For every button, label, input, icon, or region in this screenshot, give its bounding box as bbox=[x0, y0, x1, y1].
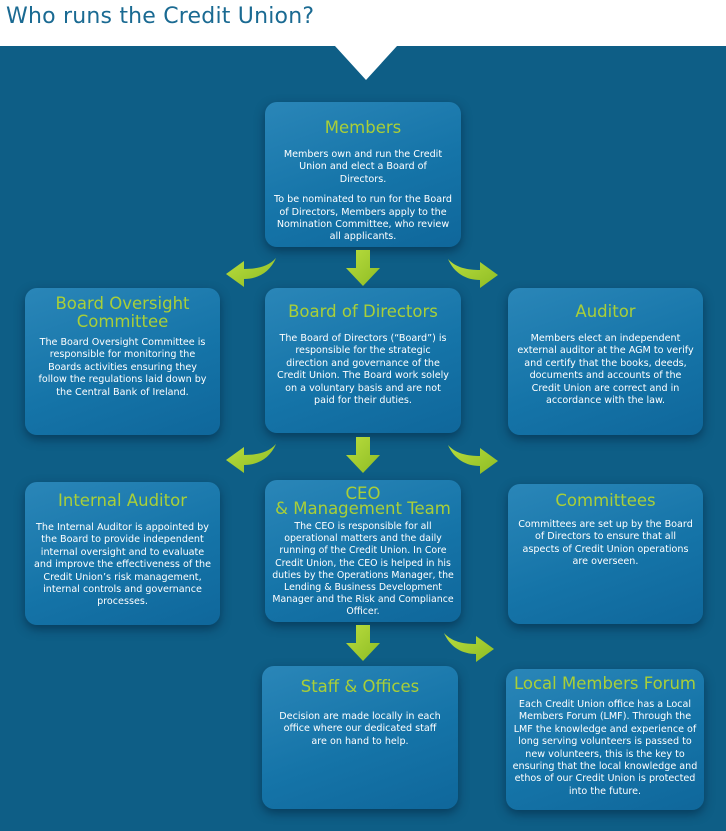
arrow-left-icon bbox=[226, 444, 276, 473]
committees-box: Committees Committees are set up by the … bbox=[508, 484, 703, 624]
local-members-forum-box: Local Members Forum Each Credit Union of… bbox=[506, 669, 704, 810]
arrow-down-icon bbox=[346, 437, 380, 473]
arrow-down-icon bbox=[346, 625, 380, 661]
members-title: Members bbox=[324, 118, 402, 137]
board-oversight-title: Board Oversight Committee bbox=[55, 294, 190, 331]
ceo-title-line2: & Management Team bbox=[275, 499, 451, 518]
page-title: Who runs the Credit Union? bbox=[6, 4, 315, 29]
arrow-right-icon bbox=[448, 259, 498, 288]
board-directors-box: Board of Directors The Board of Director… bbox=[265, 288, 461, 433]
auditor-title: Auditor bbox=[575, 302, 636, 321]
ceo-box: CEO & Management Team The CEO is respons… bbox=[265, 480, 461, 622]
board-directors-title: Board of Directors bbox=[288, 302, 438, 321]
board-oversight-box: Board Oversight Committee The Board Over… bbox=[25, 288, 220, 435]
internal-auditor-box: Internal Auditor The Internal Auditor is… bbox=[25, 482, 220, 625]
arrow-right-icon bbox=[448, 445, 498, 474]
board-oversight-text: The Board Oversight Committee is respons… bbox=[38, 337, 207, 398]
arrow-right-icon bbox=[444, 633, 494, 662]
arrow-left-icon bbox=[226, 258, 276, 287]
auditor-box: Auditor Members elect an independent ext… bbox=[508, 288, 703, 435]
local-members-forum-title: Local Members Forum bbox=[513, 674, 697, 693]
arrow-down-icon bbox=[346, 250, 380, 286]
internal-auditor-title: Internal Auditor bbox=[58, 491, 187, 510]
staff-offices-text: Decision are made locally in each office… bbox=[279, 711, 441, 747]
members-box: Members Members own and run the Credit U… bbox=[265, 102, 461, 247]
staff-offices-title: Staff & Offices bbox=[300, 677, 420, 696]
internal-auditor-text: The Internal Auditor is appointed by the… bbox=[34, 522, 211, 608]
auditor-text: Members elect an independent external au… bbox=[517, 333, 694, 407]
staff-offices-box: Staff & Offices Decision are made locall… bbox=[262, 666, 458, 809]
header: Who runs the Credit Union? bbox=[0, 0, 726, 46]
header-notch bbox=[335, 46, 397, 80]
members-text-2: To be nominated to run for the Board of … bbox=[274, 194, 452, 243]
committees-text: Committees are set up by the Board of Di… bbox=[518, 519, 693, 568]
committees-title: Committees bbox=[555, 491, 656, 510]
board-directors-text: The Board of Directors (“Board”) is resp… bbox=[277, 333, 449, 407]
ceo-title-line1: CEO bbox=[345, 484, 381, 503]
local-members-forum-text: Each Credit Union office has a Local Mem… bbox=[512, 699, 698, 797]
members-text-1: Members own and run the Credit Union and… bbox=[283, 149, 443, 185]
ceo-text: The CEO is responsible for all operation… bbox=[272, 521, 454, 618]
